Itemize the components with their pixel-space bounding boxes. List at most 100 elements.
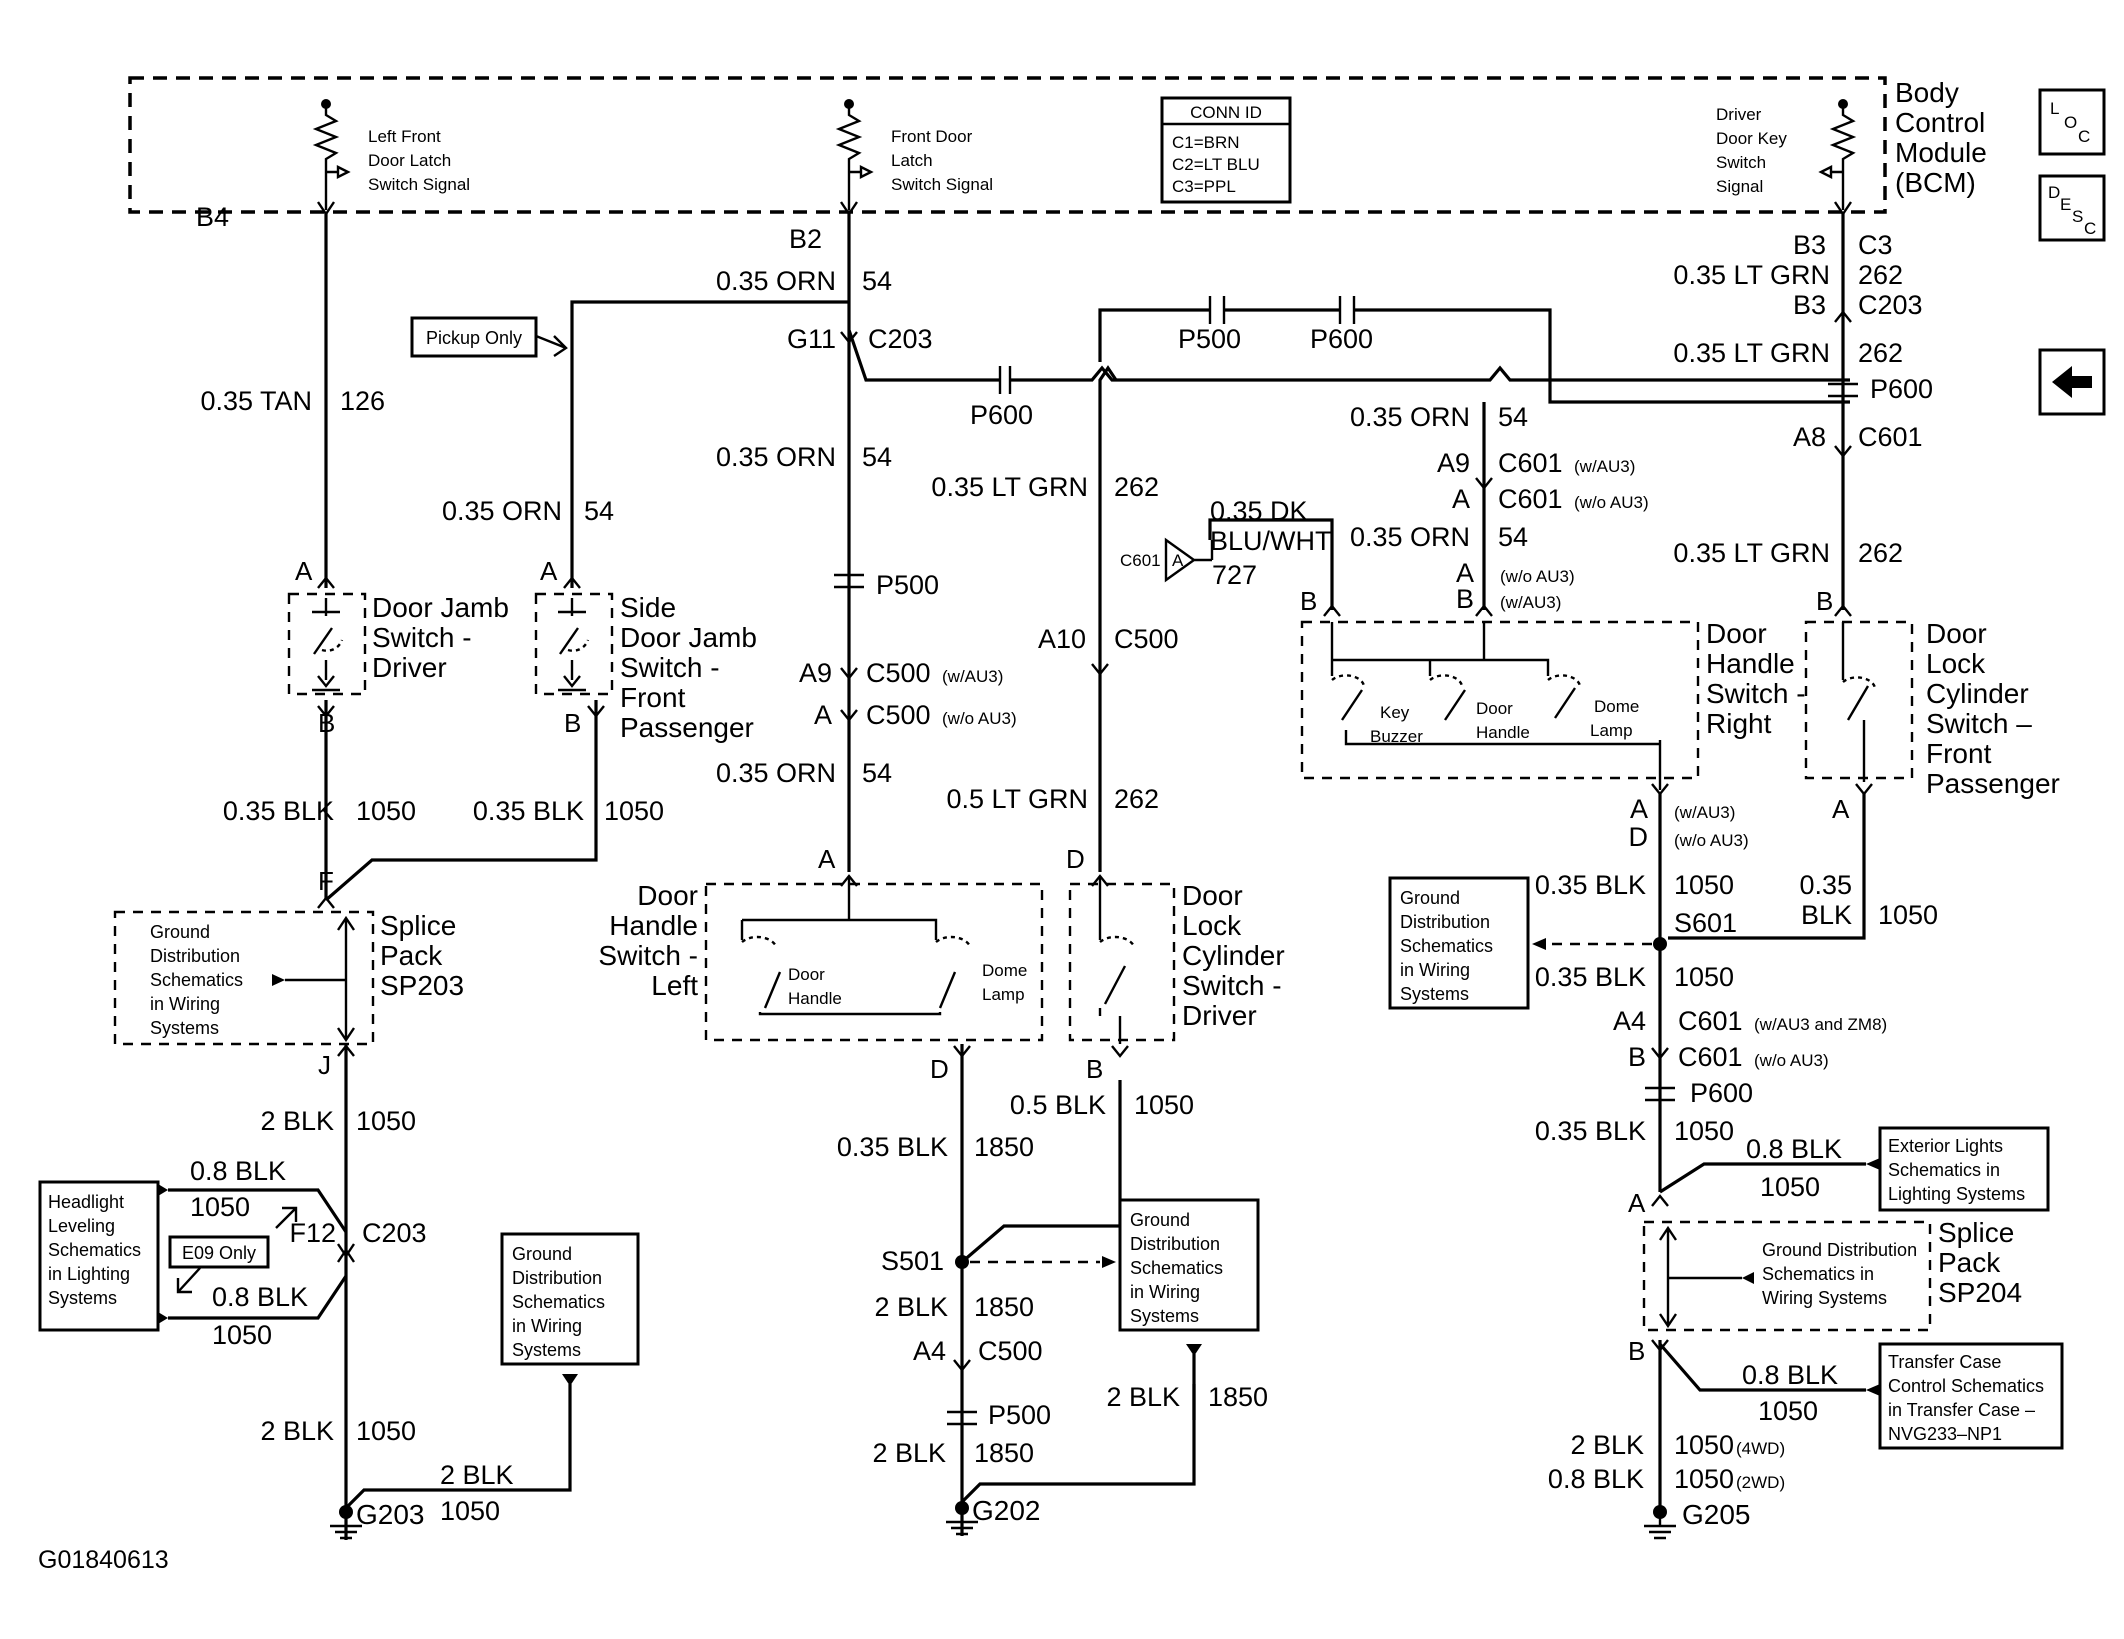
back-button[interactable] bbox=[2038, 348, 2106, 416]
col3-circuit4: 1850 bbox=[974, 1132, 1034, 1162]
col3-a: A bbox=[814, 700, 832, 730]
svg-text:Headlight: Headlight bbox=[48, 1192, 124, 1212]
col5-c601-w-note: (w/AU3) bbox=[1574, 457, 1635, 476]
door-handle-switch-left-label: Door Handle Switch - Left bbox=[598, 880, 698, 1001]
bcm-resistor-front-door bbox=[835, 99, 874, 217]
svg-text:Splice: Splice bbox=[380, 910, 456, 941]
col3-circuit: 54 bbox=[862, 266, 892, 296]
svg-text:D: D bbox=[2048, 183, 2060, 202]
col5-c4wd: 1050 bbox=[1674, 1430, 1734, 1460]
svg-text:O: O bbox=[2064, 113, 2077, 132]
col5-out-d: D bbox=[1629, 822, 1649, 852]
col1-pin-a: A bbox=[295, 556, 313, 586]
svg-text:Distribution: Distribution bbox=[512, 1268, 602, 1288]
c601-flag bbox=[1164, 518, 1341, 617]
svg-text:Door: Door bbox=[1476, 699, 1513, 718]
svg-text:Body: Body bbox=[1895, 77, 1959, 108]
dk-wire-line1: 0.35 DK bbox=[1210, 496, 1308, 526]
col6-wire2: 0.35 LT GRN bbox=[1673, 338, 1830, 368]
col6-wire4-line2: BLK bbox=[1801, 900, 1852, 930]
tc-circuit: 1050 bbox=[1758, 1396, 1818, 1426]
col6-circuit: 262 bbox=[1858, 260, 1903, 290]
col3-p500: P500 bbox=[876, 570, 939, 600]
svg-text:Handle: Handle bbox=[1706, 648, 1795, 679]
c203-upper-wire: 0.8 BLK bbox=[190, 1156, 286, 1186]
dk-circuit: 727 bbox=[1212, 560, 1257, 590]
svg-text:Schematics: Schematics bbox=[1130, 1258, 1223, 1278]
e09-only-box: E09 Only bbox=[168, 1206, 298, 1294]
col2-wire2: 0.35 BLK bbox=[473, 796, 584, 826]
figure-id: G01840613 bbox=[38, 1546, 169, 1574]
bcm-resistor-driver-key bbox=[1818, 99, 1857, 217]
svg-text:Driver: Driver bbox=[1716, 105, 1762, 124]
bcm-signal-driver-key: Driver Door Key Switch Signal bbox=[1716, 105, 1787, 196]
tc-wire: 0.8 BLK bbox=[1742, 1360, 1838, 1390]
side-door-jamb-switch-label: Side Door Jamb Switch - Front Passenger bbox=[620, 592, 757, 743]
col6-a8: A8 bbox=[1793, 422, 1826, 452]
svg-text:S: S bbox=[2072, 207, 2083, 226]
col4-circuit2: 262 bbox=[1114, 784, 1159, 814]
svg-text:Latch: Latch bbox=[891, 151, 933, 170]
col1-wire3: 2 BLK bbox=[260, 1106, 334, 1136]
splice-pack-sp204 bbox=[1642, 1194, 1932, 1332]
col5-wire4: 0.35 BLK bbox=[1535, 962, 1646, 992]
col1-splice-pin-j: J bbox=[318, 1050, 331, 1080]
col4-p600: P600 bbox=[1310, 324, 1373, 354]
col6-wire3: 0.35 LT GRN bbox=[1673, 538, 1830, 568]
svg-text:Systems: Systems bbox=[48, 1288, 117, 1308]
splice-pack-sp203 bbox=[113, 910, 375, 1046]
col6-c203: C203 bbox=[1858, 290, 1923, 320]
bcm-resistor-left-front bbox=[312, 99, 351, 217]
svg-text:Left Front: Left Front bbox=[368, 127, 441, 146]
col3-wire3: 0.35 ORN bbox=[716, 758, 836, 788]
col5-n4wd: (4WD) bbox=[1736, 1439, 1785, 1458]
svg-text:Wiring Systems: Wiring Systems bbox=[1762, 1288, 1887, 1308]
col3-c500-wo: C500 bbox=[866, 700, 931, 730]
col5-wire: 0.35 ORN bbox=[1350, 402, 1470, 432]
loc-button[interactable]: L O C bbox=[2038, 88, 2106, 156]
sp204-ground-dist: Ground Distribution Schematics in Wiring… bbox=[1762, 1240, 1917, 1308]
svg-text:Pack: Pack bbox=[380, 940, 443, 971]
bcm-signal-left-front: Left Front Door Latch Switch Signal bbox=[368, 127, 470, 194]
ext-circuit: 1050 bbox=[1760, 1172, 1820, 1202]
col3-pin-top: B2 bbox=[789, 224, 822, 254]
svg-text:Dome: Dome bbox=[982, 961, 1027, 980]
svg-text:L: L bbox=[2050, 99, 2059, 118]
door-handle-switch-right-label: Door Handle Switch - Right bbox=[1706, 618, 1806, 739]
col5-pin-b-left: B bbox=[1300, 586, 1317, 616]
col5-w4wd: 2 BLK bbox=[1570, 1430, 1644, 1460]
svg-text:C1=BRN: C1=BRN bbox=[1172, 133, 1240, 152]
svg-text:Side: Side bbox=[620, 592, 676, 623]
svg-text:Door Jamb: Door Jamb bbox=[620, 622, 757, 653]
svg-text:Driver: Driver bbox=[1182, 1000, 1257, 1031]
g205-label: G205 bbox=[1682, 1499, 1751, 1530]
col3-circuit3: 54 bbox=[862, 758, 892, 788]
col5-w2wd: 0.8 BLK bbox=[1548, 1464, 1644, 1494]
right-dome-lamp-contact: Dome Lamp bbox=[1590, 697, 1639, 740]
col3-p500b: P500 bbox=[988, 1400, 1051, 1430]
svg-text:Exterior Lights: Exterior Lights bbox=[1888, 1136, 2003, 1156]
svg-text:Passenger: Passenger bbox=[620, 712, 754, 743]
svg-text:Lock: Lock bbox=[1926, 648, 1986, 679]
col5-wiring bbox=[1300, 402, 1700, 1192]
col5-out-a: A bbox=[1630, 794, 1648, 824]
svg-text:C: C bbox=[2078, 127, 2090, 146]
s601-label: S601 bbox=[1674, 908, 1737, 938]
c203-label: C203 bbox=[362, 1218, 427, 1248]
col2-wire: 0.35 ORN bbox=[442, 496, 562, 526]
col2-circuit: 54 bbox=[584, 496, 614, 526]
svg-text:Passenger: Passenger bbox=[1926, 768, 2060, 799]
svg-text:C2=LT BLU: C2=LT BLU bbox=[1172, 155, 1260, 174]
svg-text:Right: Right bbox=[1706, 708, 1772, 739]
right-door-handle-contact: Door Handle bbox=[1476, 699, 1530, 742]
col6-wire: 0.35 LT GRN bbox=[1673, 260, 1830, 290]
col6-wire4-line1: 0.35 bbox=[1799, 870, 1852, 900]
svg-text:Door: Door bbox=[1926, 618, 1987, 649]
svg-text:Driver: Driver bbox=[372, 652, 447, 683]
col3-wire2: 0.35 ORN bbox=[716, 442, 836, 472]
desc-button[interactable]: D E S C bbox=[2038, 174, 2106, 242]
col2-pin-b: B bbox=[564, 708, 581, 738]
col5-c601-w: C601 bbox=[1498, 448, 1563, 478]
col5-circuit3: 1050 bbox=[1674, 870, 1734, 900]
svg-text:E: E bbox=[2060, 195, 2071, 214]
